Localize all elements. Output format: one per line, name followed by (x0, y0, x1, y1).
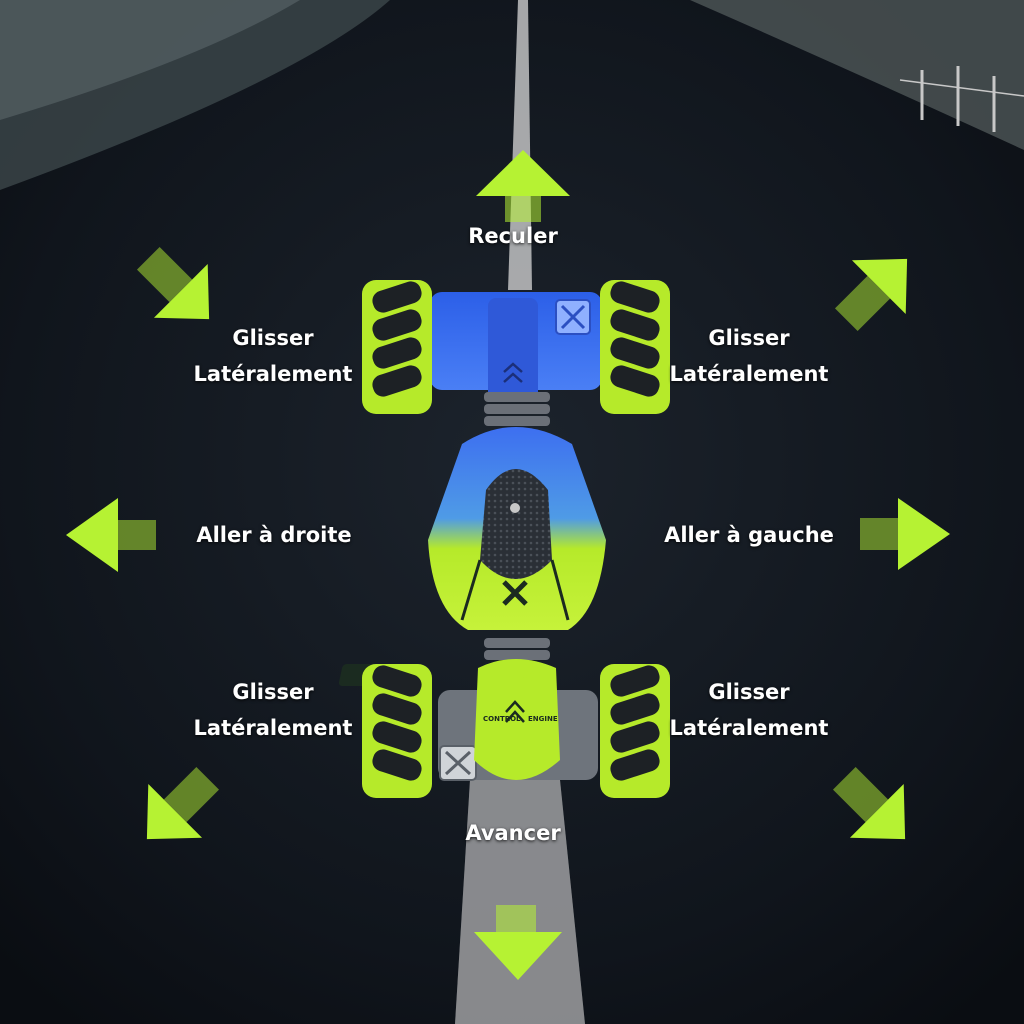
direction-arrows (66, 150, 950, 980)
glisser-line-1: Glisser (708, 326, 790, 350)
wheel-rear-left (362, 280, 432, 414)
glisser-line-1: Glisser (232, 326, 314, 350)
label-reculer: Reculer (468, 224, 558, 248)
car-nose (474, 659, 560, 780)
body-grille (480, 469, 552, 579)
label-aller-gauche: Aller à gauche (664, 523, 834, 547)
glisser-line-2: Latéralement (193, 716, 353, 740)
label-glisser-bottom-left: Glisser Latéralement (178, 674, 368, 746)
right-verge (690, 0, 1024, 150)
label-aller-droite: Aller à droite (196, 523, 352, 547)
rc-car: PRO CONTROL ENGINE (338, 280, 670, 798)
arrow-up-left-icon (136, 246, 210, 320)
wheel-front-right (600, 664, 670, 798)
arrow-right-icon (860, 498, 950, 570)
label-glisser-top-left: Glisser Latéralement (178, 320, 368, 392)
arrow-left-icon (66, 498, 156, 572)
arrow-down-left-icon (146, 766, 220, 840)
glisser-line-2: Latéralement (193, 362, 353, 386)
engine-marking: ENGINE (528, 715, 558, 723)
label-glisser-top-right: Glisser Latéralement (654, 320, 844, 392)
label-avancer: Avancer (465, 821, 561, 845)
glisser-line-1: Glisser (232, 680, 314, 704)
wheel-front-left (362, 664, 432, 798)
center-line-bottom (455, 780, 585, 1024)
glisser-line-1: Glisser (708, 680, 790, 704)
arrow-down-icon (474, 905, 562, 980)
fence (899, 66, 1024, 132)
glisser-line-2: Latéralement (669, 362, 829, 386)
arrow-up-icon (476, 150, 570, 222)
wheel-rear-right (600, 280, 670, 414)
arrow-up-right-icon (834, 258, 908, 332)
control-marking: CONTROL (483, 715, 521, 723)
arrow-down-right-icon (832, 766, 906, 840)
pro-badge-text: PRO (508, 669, 541, 685)
label-glisser-bottom-right: Glisser Latéralement (654, 674, 844, 746)
glisser-line-2: Latéralement (669, 716, 829, 740)
